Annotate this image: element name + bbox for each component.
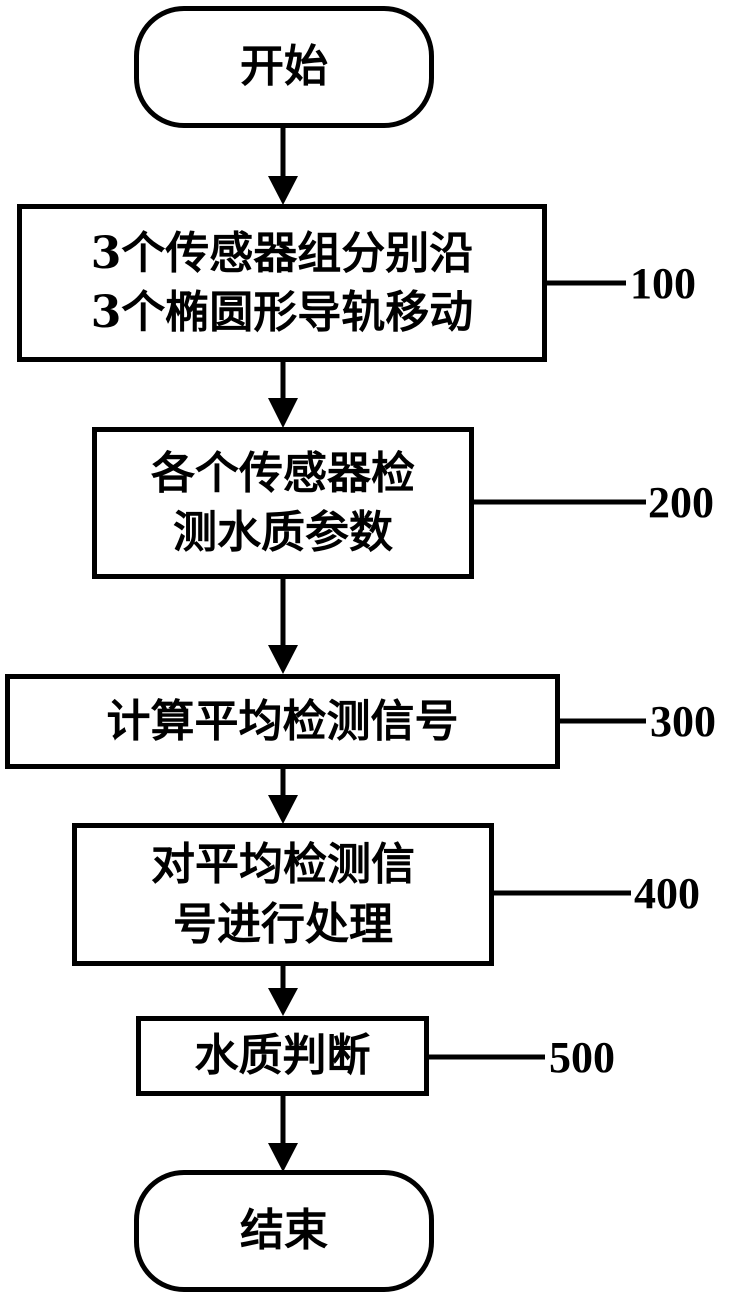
arrow-step1-to-step2 (268, 360, 298, 428)
step-400-box: 对平均检测信 号进行处理 (72, 823, 494, 966)
step-200-line-2: 测水质参数 (173, 507, 393, 558)
start-terminal: 开始 (134, 6, 434, 128)
step-500-box: 水质判断 (136, 1016, 429, 1096)
end-terminal: 结束 (134, 1170, 434, 1292)
arrow-step5-to-end (268, 1094, 298, 1172)
step-100-line-1: 3个传感器组分别沿 (90, 227, 474, 279)
step-300-box: 计算平均检测信号 (5, 674, 560, 769)
arrow-step2-to-step3 (268, 578, 298, 674)
step-400-line-1: 对平均检测信 (151, 839, 415, 891)
start-label: 开始 (240, 41, 328, 93)
arrow-step3-to-step4 (268, 767, 298, 824)
step-400-line-2: 号进行处理 (173, 898, 393, 950)
arrow-start-to-step1 (268, 126, 298, 205)
ref-label-400: 400 (634, 869, 700, 918)
ref-label-300: 300 (650, 697, 716, 746)
ref-label-100: 100 (630, 259, 696, 308)
ref-label-500: 500 (549, 1033, 615, 1082)
ref-label-200: 200 (648, 478, 714, 527)
step-200-line-1: 各个传感器检 (151, 447, 415, 499)
arrow-step4-to-step5 (268, 964, 298, 1016)
step-300-line-1: 计算平均检测信号 (106, 695, 459, 747)
step-100-line-2: 3个椭圆形导轨移动 (90, 287, 474, 338)
step-200-box: 各个传感器检 测水质参数 (92, 427, 474, 579)
end-label: 结束 (240, 1205, 328, 1257)
step-500-line-1: 水质判断 (194, 1030, 371, 1082)
step-100-box: 3个传感器组分别沿 3个椭圆形导轨移动 (17, 204, 547, 362)
